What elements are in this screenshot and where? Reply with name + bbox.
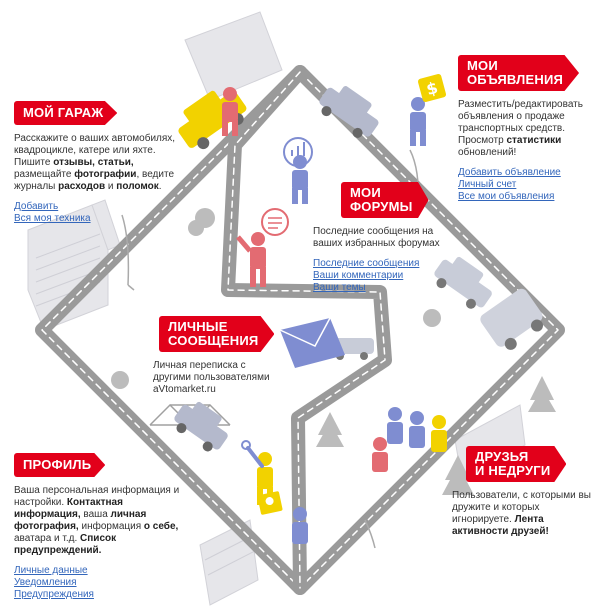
forums-link-comments[interactable]: Ваши комментарии (313, 270, 404, 281)
friends-desc-text: Пользователи, с которыми вы дружите и ко… (452, 490, 591, 525)
garage-desc-text: , ведите журналы (14, 169, 175, 192)
ads-link-account[interactable]: Личный счет (458, 179, 517, 190)
garage-title-badge[interactable]: Мой гараж (14, 101, 118, 125)
ads-link-all[interactable]: Все мои объявления (458, 191, 555, 202)
friends-title-line1: Друзья (475, 449, 529, 464)
profile-desc-bold: Контактная информация, (14, 497, 123, 520)
person-red-forums (236, 232, 266, 287)
dollar-sign-icon: $ (417, 73, 447, 103)
garage-link-add[interactable]: Добавить (14, 201, 59, 212)
person-blue-forums (292, 155, 308, 204)
garage-desc-bold: расходов (58, 181, 106, 192)
profile-desc-bold: личная фотография, (14, 509, 147, 532)
profile-desc-bold: Список предупреждений. (14, 533, 117, 556)
photo-card-icon (257, 491, 283, 515)
van-right (480, 288, 543, 350)
garage-desc-bold: отзывы, статьи, (53, 157, 134, 168)
ads-description: Разместить/редактировать объявления о пр… (458, 99, 594, 159)
section-friends: Друзья и недруги Пользователи, с которым… (452, 446, 592, 538)
speech-bubble-icon (261, 208, 289, 236)
messages-title-line2: сообщения (168, 333, 259, 348)
forums-title-badge[interactable]: Мои форумы (341, 182, 429, 218)
person-garage (222, 87, 238, 136)
garage-title: Мой гараж (23, 105, 104, 120)
cars (174, 86, 543, 452)
car-top-right (319, 86, 379, 138)
profile-desc-bold: о себе, (143, 521, 179, 532)
trees (111, 208, 556, 495)
profile-links: Личные данные Уведомления Предупреждения (14, 565, 184, 601)
profile-title-badge[interactable]: Профиль (14, 453, 106, 477)
profile-desc-text: аватара и т.д. (14, 533, 81, 544)
ads-title-line1: Мои (467, 58, 498, 73)
wrench-icon (241, 440, 264, 468)
forums-link-topics[interactable]: Ваши темы (313, 282, 366, 293)
forums-links: Последние сообщения Ваши комментарии Ваш… (313, 258, 441, 294)
svg-text:$: $ (424, 78, 440, 99)
ads-desc-text: Разместить/редактировать объявления о пр… (458, 99, 583, 146)
profile-desc-text: Ваша персональная информация и настройки… (14, 485, 180, 508)
forums-description: Последние сообщения на ваших избранных ф… (313, 226, 440, 249)
person-ads (410, 97, 426, 146)
messages-description: Личная переписка с другими пользователям… (153, 360, 270, 395)
garage-desc-text: Расскажите о ваших автомобилях, квадроци… (14, 133, 176, 168)
section-garage: Мой гараж Расскажите о ваших автомобилях… (14, 101, 190, 225)
friends-title-line2: и недруги (475, 463, 551, 478)
person-blue-profile (292, 507, 308, 544)
garage-description: Расскажите о ваших автомобилях, квадроци… (14, 133, 190, 193)
ads-title-badge[interactable]: Мои объявления (458, 55, 580, 91)
garage-links: Добавить Вся моя техника (14, 201, 190, 225)
profile-description: Ваша персональная информация и настройки… (14, 485, 184, 557)
garage-link-all-vehicles[interactable]: Вся моя техника (14, 213, 91, 224)
garage-desc-text: размещайте (14, 169, 75, 180)
friends-description: Пользователи, с которыми вы дружите и ко… (452, 490, 592, 538)
profile-link-personal-data[interactable]: Личные данные (14, 565, 88, 576)
friends-title-badge[interactable]: Друзья и недруги (466, 446, 567, 482)
person-red-friends (372, 437, 388, 472)
ads-desc-text: обновлений! (458, 147, 517, 158)
friends-group (387, 407, 447, 452)
profile-desc-text: ваша (80, 509, 111, 520)
car-mid-right (434, 256, 492, 309)
speech-bubble-icon (283, 137, 313, 167)
ads-title-line2: объявления (467, 72, 564, 87)
ads-link-add[interactable]: Добавить объявление (458, 167, 561, 178)
letter-icon (279, 317, 345, 368)
messages-title-line1: Личные (168, 319, 228, 334)
section-forums: Мои форумы Последние сообщения на ваших … (313, 182, 441, 294)
profile-link-warnings[interactable]: Предупреждения (14, 589, 94, 600)
messages-title-badge[interactable]: Личные сообщения (159, 316, 275, 352)
section-ads: Мои объявления Разместить/редактировать … (458, 55, 594, 203)
people (222, 87, 447, 544)
section-messages: Личные сообщения Личная переписка с друг… (153, 316, 283, 396)
profile-title: Профиль (23, 457, 92, 472)
ads-desc-bold: статистики (506, 135, 562, 146)
forums-title-line2: форумы (350, 199, 413, 214)
profile-desc-text: информация (78, 521, 144, 532)
garage-desc-text: и (105, 181, 117, 192)
forums-title-line1: Мои (350, 185, 381, 200)
forums-link-latest[interactable]: Последние сообщения (313, 258, 420, 269)
garage-desc-bold: фотографии (74, 169, 137, 180)
garage-desc-bold: поломок (116, 181, 159, 192)
profile-link-notifications[interactable]: Уведомления (14, 577, 77, 588)
garage-desc-text: . (158, 181, 162, 192)
building-windows (35, 233, 256, 576)
car-left-bridge (174, 401, 228, 452)
section-profile: Профиль Ваша персональная информация и н… (14, 453, 184, 601)
friends-desc-bold: Лента активности друзей! (452, 514, 549, 537)
ads-links: Добавить объявление Личный счет Все мои … (458, 167, 594, 203)
